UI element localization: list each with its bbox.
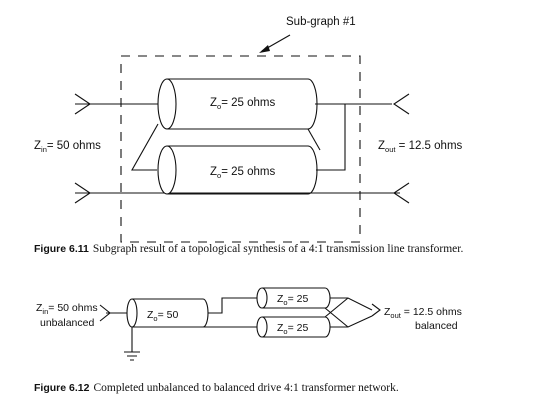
- balun-line-cylinder: [126, 298, 209, 328]
- zout-mode-label: balanced: [415, 320, 458, 332]
- upper-line-label-612: Zo= 25: [277, 293, 308, 307]
- zin-label-611: Zin= 50 ohms: [34, 140, 101, 154]
- figure-612-number: Figure 6.12: [34, 382, 90, 394]
- figure-611-number: Figure 6.11: [34, 243, 89, 255]
- figure-612-text: Completed unbalanced to balanced drive 4…: [93, 382, 399, 394]
- subgraph-box: [120, 55, 361, 243]
- lower-line-cylinder: [256, 316, 331, 338]
- bottom-line-label-611: Zo= 25 ohms: [210, 166, 275, 180]
- bottom-line-cylinder: [157, 145, 318, 195]
- top-line-label-611: Zo= 25 ohms: [210, 97, 275, 111]
- balun-line-label: Zo= 50: [147, 309, 178, 323]
- zout-label-611: Zout = 12.5 ohms: [378, 140, 463, 154]
- subgraph-label: Sub-graph #1: [286, 16, 356, 28]
- zout-label-612: Zout = 12.5 ohms: [384, 306, 462, 320]
- zin-label-612: Zin= 50 ohms: [36, 302, 98, 316]
- upper-line-cylinder: [256, 287, 331, 309]
- zin-mode-label: unbalanced: [40, 317, 94, 329]
- lower-line-label-612: Zo= 25: [277, 322, 308, 336]
- top-line-cylinder: [157, 78, 318, 130]
- figure-611-text: Subgraph result of a topological synthes…: [92, 243, 464, 255]
